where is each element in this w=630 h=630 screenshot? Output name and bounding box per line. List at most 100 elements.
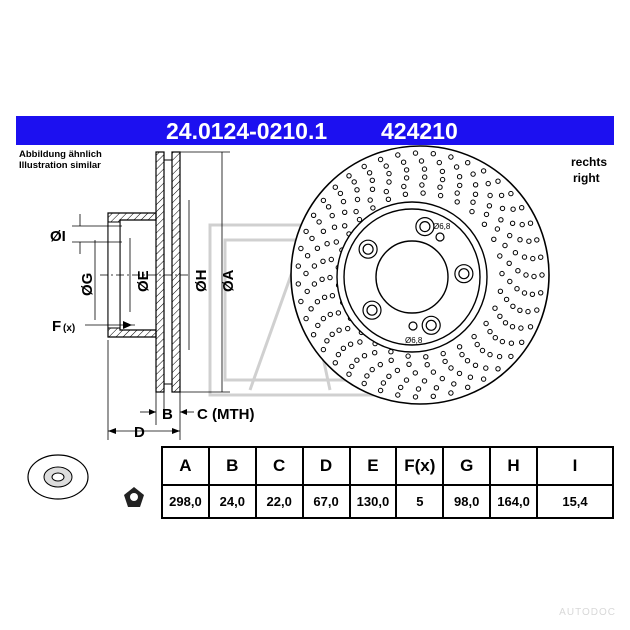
drill-hole [402, 191, 409, 198]
header-d: D [301, 446, 351, 486]
drill-hole [506, 260, 512, 266]
illustration-note-en: Illustration similar [19, 160, 101, 171]
drill-hole [538, 290, 544, 296]
drill-hole [514, 286, 520, 292]
drill-hole [519, 221, 525, 228]
drill-hole [349, 363, 355, 370]
drill-hole [325, 204, 332, 210]
drill-hole [354, 196, 361, 203]
drill-hole [421, 166, 428, 172]
drill-hole [467, 374, 474, 380]
hole-label-top: Ø6,8 [433, 222, 451, 231]
drill-hole [519, 339, 525, 345]
drill-hole [521, 254, 528, 260]
drill-hole [385, 196, 392, 203]
bolt-hole [366, 304, 378, 316]
drill-hole [480, 376, 487, 382]
drill-hole [527, 324, 534, 330]
drill-hole [430, 151, 436, 157]
drill-hole [479, 347, 486, 354]
drill-hole [332, 184, 338, 190]
drill-hole [430, 393, 436, 399]
hole-label-bottom: Ø6,8 [405, 336, 423, 345]
drill-hole [370, 205, 376, 211]
drill-hole [487, 351, 493, 358]
drill-hole [403, 167, 410, 173]
drill-hole [357, 339, 363, 345]
drill-hole [424, 362, 430, 368]
drill-hole [364, 373, 370, 379]
drill-hole [499, 205, 506, 212]
value-g: 98,0 [442, 483, 492, 520]
drill-hole [430, 369, 437, 375]
drill-hole [304, 253, 311, 259]
drill-hole [457, 182, 463, 189]
drill-hole [329, 293, 336, 299]
drill-hole [517, 237, 523, 243]
drill-hole [498, 217, 504, 223]
drill-hole [328, 256, 334, 263]
drill-hole [420, 190, 426, 196]
drill-hole [437, 184, 443, 190]
drill-hole [454, 199, 460, 205]
drill-hole [510, 303, 516, 309]
drill-hole [515, 268, 521, 274]
drill-hole [499, 338, 506, 345]
drill-hole [517, 307, 523, 313]
drill-hole [485, 180, 491, 187]
drill-hole [403, 175, 410, 181]
drill-hole [346, 371, 352, 377]
drill-hole [508, 340, 515, 346]
drill-hole [377, 387, 384, 394]
drill-hole [400, 159, 407, 165]
drill-hole [521, 290, 528, 296]
drill-hole [492, 305, 498, 311]
drill-hole [465, 384, 471, 390]
drill-hole [495, 178, 501, 184]
bolt-hole [425, 319, 437, 331]
drill-hole [487, 192, 493, 199]
dim-label-g: ØG [79, 273, 96, 296]
drill-hole [321, 294, 328, 300]
disc-thumbnail-cell [16, 447, 162, 518]
drill-hole [337, 190, 344, 197]
drill-hole [531, 273, 537, 280]
drill-hole [386, 170, 392, 177]
value-c: 22,0 [254, 483, 304, 520]
part-number: 24.0124-0210.1 [166, 118, 328, 144]
value-a: 298,0 [161, 483, 210, 520]
drill-hole [474, 341, 480, 348]
watermark: AUTODOC [559, 607, 616, 618]
drill-hole [315, 322, 321, 329]
drill-hole [481, 221, 488, 228]
drill-hole [530, 255, 536, 262]
drill-hole [403, 377, 410, 383]
reference-number: 424210 [381, 118, 458, 144]
header-g: G [442, 446, 492, 486]
drill-hole [353, 208, 359, 215]
header-e: E [348, 446, 398, 486]
dim-label-f-sub: (x) [63, 323, 75, 334]
drill-hole [369, 177, 375, 184]
drill-hole [324, 241, 330, 247]
cross-section-view [72, 151, 230, 440]
drill-hole [320, 258, 326, 264]
illustration-note-de: Abbildung ähnlich [19, 149, 102, 160]
drill-hole [316, 219, 322, 225]
drill-hole [518, 325, 524, 331]
drill-hole [423, 354, 429, 360]
drill-hole [495, 366, 501, 372]
dim-label-f: F [52, 318, 61, 335]
drill-hole [483, 211, 490, 218]
drill-hole [303, 270, 309, 277]
drill-hole [448, 390, 454, 396]
drill-hole [503, 296, 510, 303]
drill-hole [497, 253, 503, 259]
header-bar [16, 116, 614, 145]
drill-hole [502, 320, 509, 326]
dim-label-d: D [134, 424, 145, 441]
drill-hole [487, 328, 493, 335]
drill-hole [471, 333, 477, 340]
drill-hole [464, 358, 471, 364]
